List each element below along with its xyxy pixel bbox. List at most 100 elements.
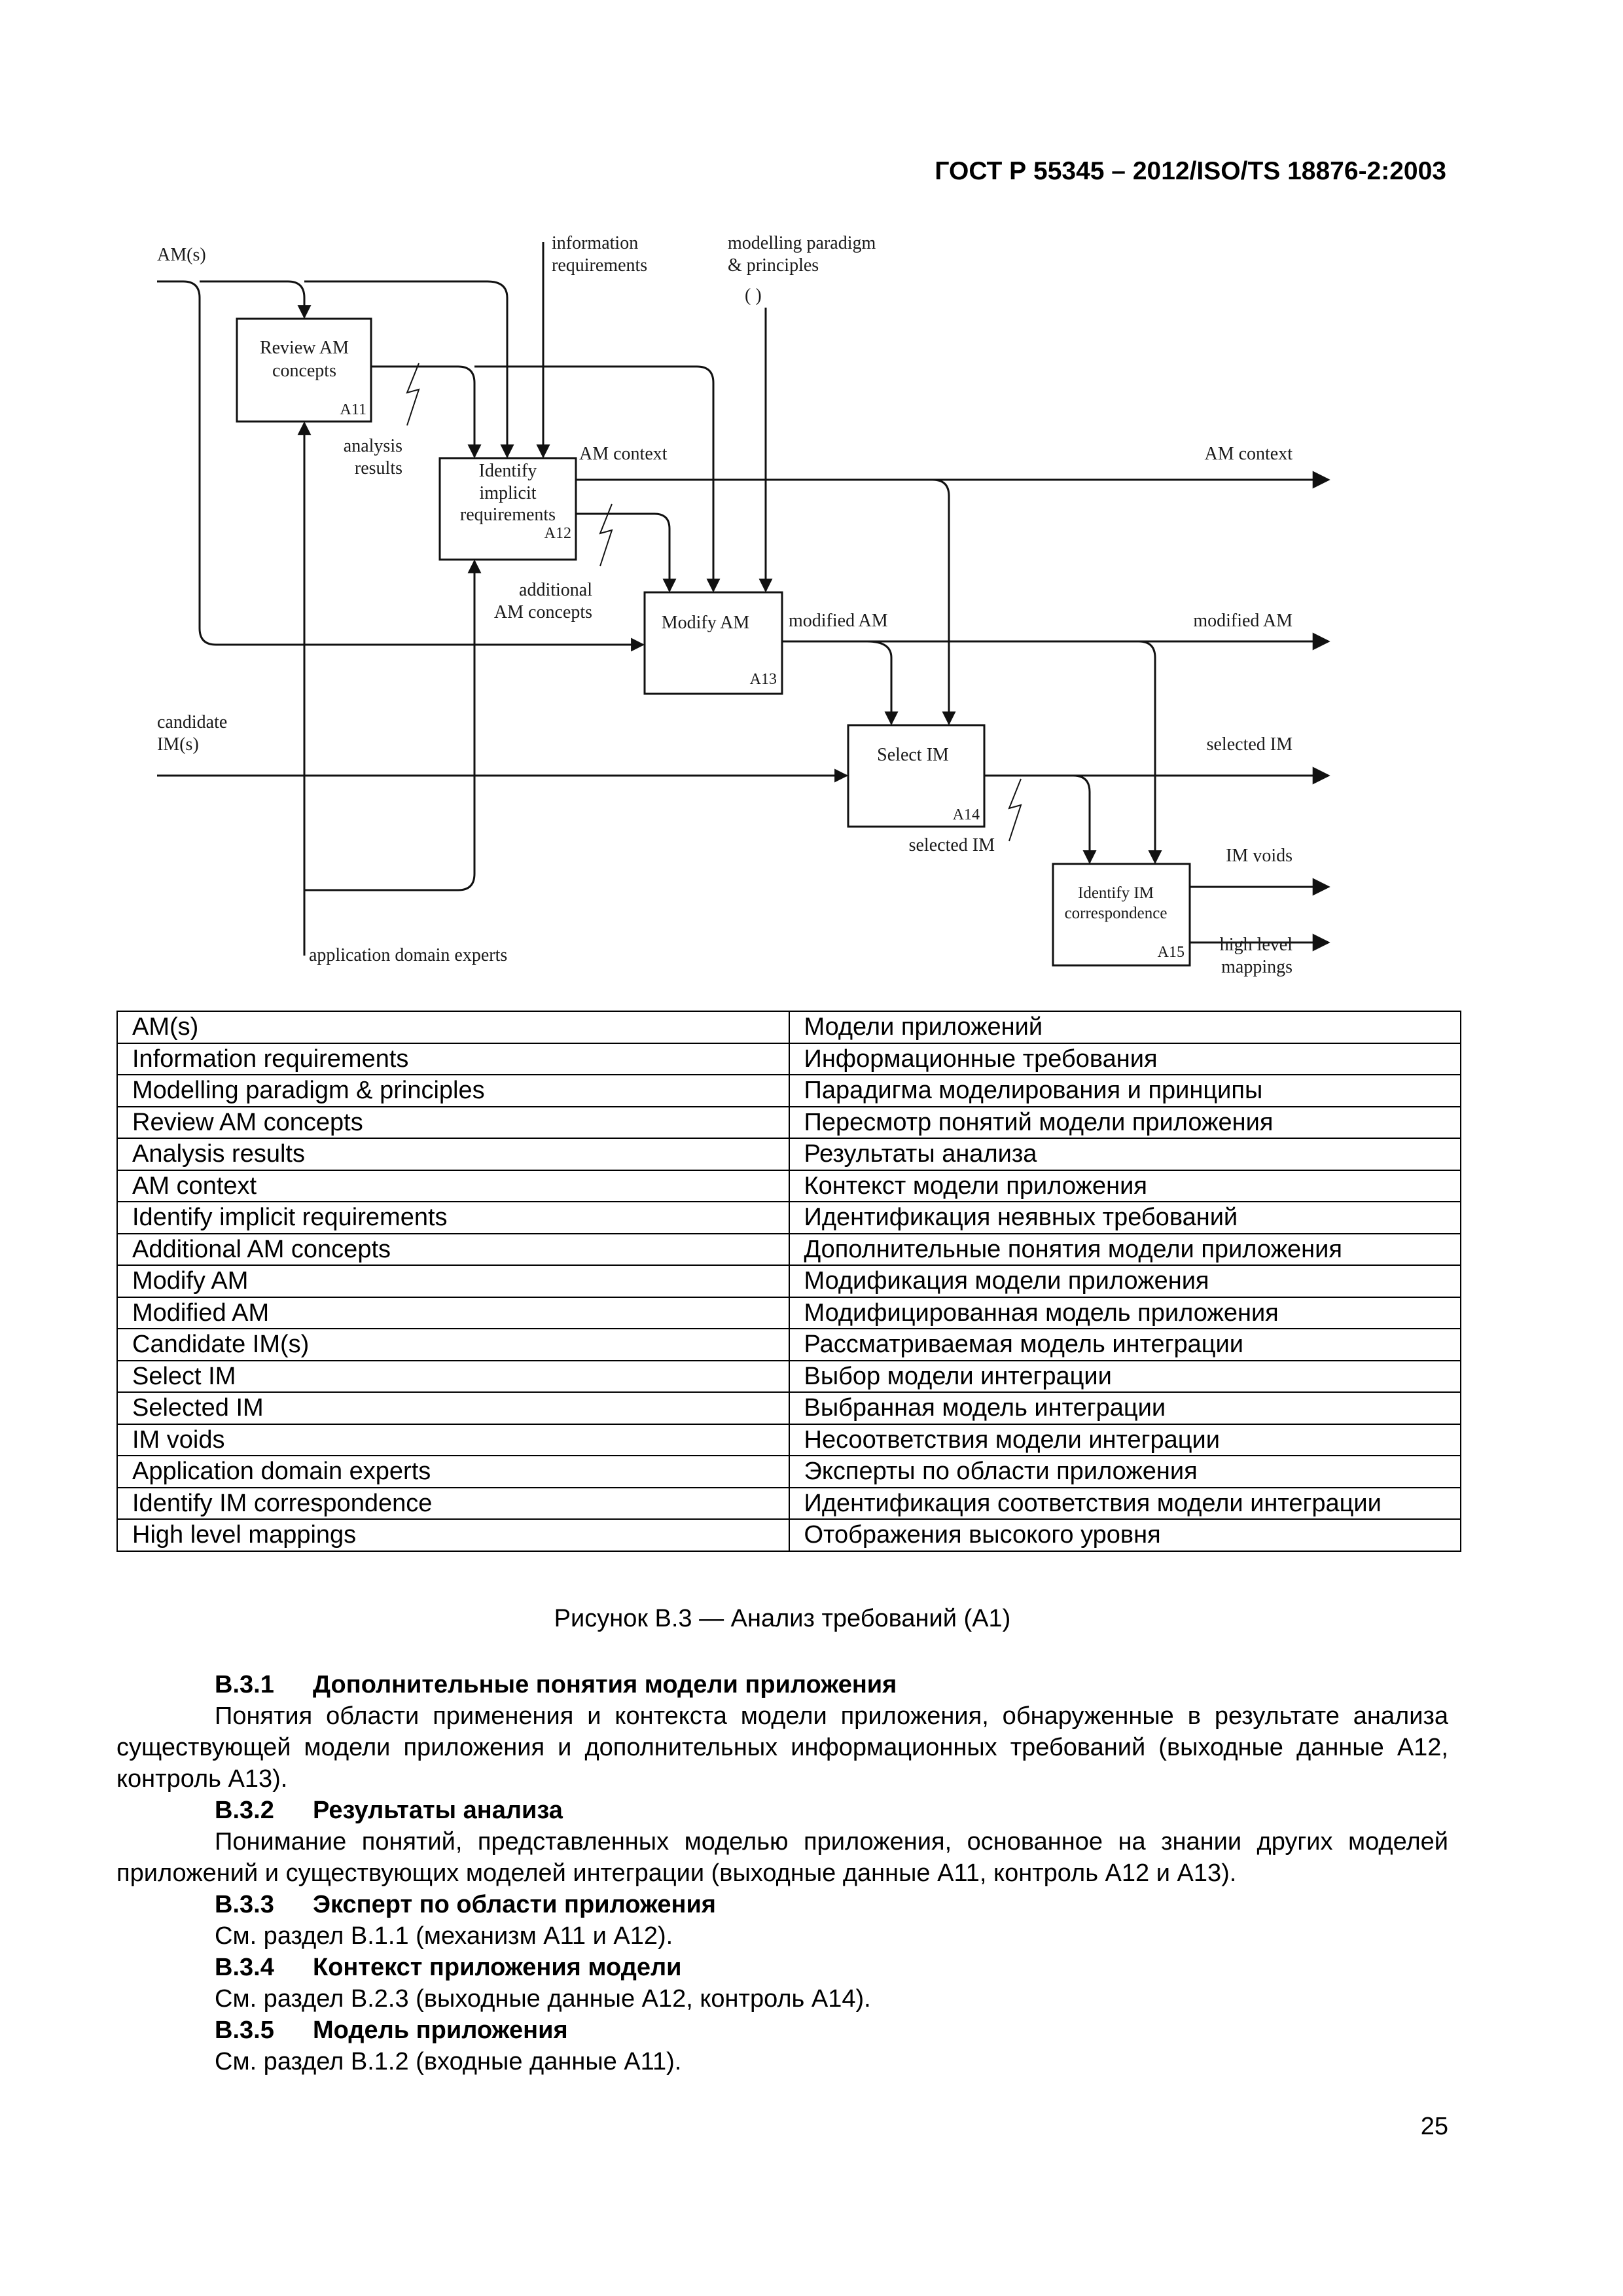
label-modified-am-inner: modified AM	[789, 611, 888, 631]
label-paradigm: & principles	[728, 255, 819, 276]
label-paradigm-paren: ( )	[745, 285, 762, 306]
a11-id: A11	[340, 401, 366, 418]
section-title: Дополнительные понятия модели приложения	[313, 1671, 897, 1698]
ams-arrow	[157, 280, 645, 652]
squiggle-a14	[1008, 778, 1022, 842]
section-title: Модель приложения	[313, 2017, 568, 2044]
section-text: См. раздел В.1.1 (механизм А11 и А12).	[215, 1922, 673, 1950]
document-body: В.3.1 Дополнительные понятия модели прило…	[116, 1669, 1448, 2077]
additional-concepts-arrow	[576, 512, 677, 593]
section-text: Понимание понятий, представленных модель…	[116, 1828, 1448, 1887]
figure-caption: Рисунок В.3 — Анализ требований (А1)	[554, 1605, 1011, 1632]
section-heading: В.3.3 Эксперт по области приложения	[116, 1889, 1448, 1920]
selected-im-to-a15-arrow	[1073, 774, 1097, 865]
term-en: Selected IM	[116, 1391, 790, 1425]
term-ru: Выбранная модель интеграции	[788, 1391, 1461, 1425]
a15-title: correspondence	[1065, 905, 1168, 922]
term-ru: Информационные требования	[788, 1042, 1461, 1075]
label-info-req: information	[552, 233, 638, 253]
label-additional-concepts: AM concepts	[494, 602, 592, 622]
section-title: Эксперт по области приложения	[313, 1891, 716, 1918]
section-text: См. раздел В.2.3 (выходные данные А12, к…	[215, 1985, 871, 2013]
label-analysis-results: results	[355, 458, 402, 478]
label-candidate-im: IM(s)	[157, 734, 199, 755]
label-paradigm: modelling paradigm	[728, 233, 876, 253]
section-number: В.3.1	[215, 1671, 274, 1698]
term-ru: Рассматриваемая модель интеграции	[788, 1328, 1461, 1361]
term-en: Modified AM	[116, 1296, 790, 1329]
page-number: 25	[1420, 2113, 1448, 2140]
squiggle-a12	[599, 503, 613, 567]
a12-id: A12	[544, 525, 571, 542]
label-high-level-mappings: mappings	[1221, 957, 1293, 977]
box-a15	[1052, 863, 1191, 967]
term-en: Candidate IM(s)	[116, 1328, 790, 1361]
term-en: AM context	[116, 1169, 790, 1202]
term-ru: Эксперты по области приложения	[788, 1455, 1461, 1488]
label-modified-am-out: modified AM	[1193, 611, 1293, 631]
section-text: См. раздел В.1.2 (входные данные А11).	[215, 2048, 682, 2075]
term-en: Information requirements	[116, 1042, 790, 1075]
term-ru: Контекст модели приложения	[788, 1169, 1461, 1202]
a14-title: Select IM	[877, 745, 949, 765]
a11-title: Review AM	[260, 338, 349, 358]
a12-title: implicit	[479, 483, 536, 503]
modified-am-to-a14-arrow	[866, 640, 899, 726]
table-row: AM(s)Модели приложений	[116, 1011, 1461, 1044]
idef0-diagram: Review AM concepts Identify implicit req…	[157, 233, 1330, 977]
term-ru: Выбор модели интеграции	[788, 1359, 1461, 1393]
label-im-voids: IM voids	[1226, 846, 1293, 866]
term-ru: Модифицированная модель приложения	[788, 1296, 1461, 1329]
ams-to-a12-arrow	[304, 280, 514, 459]
term-en: AM(s)	[116, 1011, 790, 1044]
section-heading: В.3.1 Дополнительные понятия модели прило…	[116, 1669, 1448, 1700]
term-ru: Идентификация соответствия модели интегр…	[788, 1486, 1461, 1520]
document-header: ГОСТ Р 55345 – 2012/ISO/TS 18876-2:2003	[935, 157, 1446, 185]
term-en: High level mappings	[116, 1518, 790, 1552]
term-en: Identify implicit requirements	[116, 1201, 790, 1234]
label-analysis-results: analysis	[344, 436, 402, 456]
label-ams: AM(s)	[157, 245, 206, 265]
label-info-req: requirements	[552, 255, 647, 276]
term-ru: Дополнительные понятия модели приложения	[788, 1232, 1461, 1266]
modified-am-to-a15-arrow	[1138, 640, 1162, 865]
analysis-results-to-a13-arrow	[474, 365, 721, 593]
term-en: Analysis results	[116, 1138, 790, 1171]
a13-id: A13	[750, 671, 777, 688]
label-am-context-out: AM context	[1204, 444, 1293, 464]
a15-title: Identify IM	[1078, 884, 1154, 902]
section-text: Понятия области применения и контекста м…	[116, 1702, 1448, 1793]
section-heading: В.3.5 Модель приложения	[116, 2015, 1448, 2046]
term-en: Review AM concepts	[116, 1105, 790, 1139]
a12-title: requirements	[460, 505, 556, 525]
analysis-results-arrow	[371, 365, 482, 459]
label-selected-im-inner: selected IM	[909, 835, 995, 855]
term-en: Identify IM correspondence	[116, 1486, 790, 1520]
term-en: Select IM	[116, 1359, 790, 1393]
term-ru: Отображения высокого уровня	[788, 1518, 1461, 1552]
section-number: В.3.5	[215, 2017, 274, 2044]
glossary-table: AM(s)Модели приложений Information requi…	[116, 1011, 1461, 1552]
a12-title: Identify	[479, 461, 537, 481]
section-number: В.3.3	[215, 1891, 274, 1918]
squiggle-a11	[406, 363, 420, 426]
a13-title: Modify AM	[662, 613, 750, 633]
section-number: В.3.4	[215, 1954, 274, 1981]
label-high-level-mappings: high level	[1220, 935, 1293, 955]
table-row: Candidate IM(s)Рассматриваемая модель ин…	[116, 1328, 1461, 1361]
